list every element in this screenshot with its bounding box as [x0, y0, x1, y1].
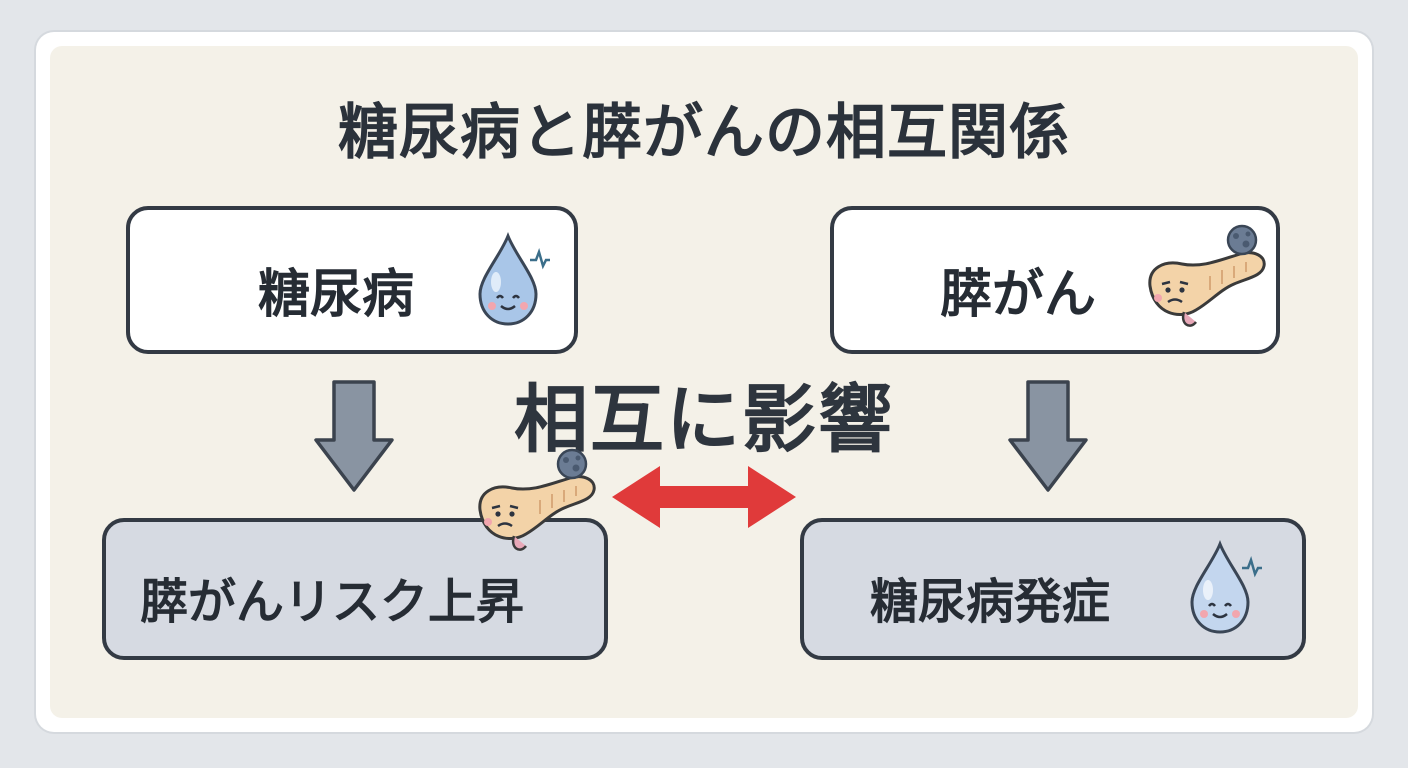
cancer-cell-icon [556, 448, 588, 480]
sad-pancreas-icon [1148, 224, 1266, 327]
node-pancreatic-cancer-label: 膵がん [940, 265, 1097, 325]
node-diabetes: 糖尿病 [126, 206, 578, 354]
down-arrow-right [1008, 380, 1088, 492]
mutual-influence-label: 相互に影響 [514, 377, 894, 463]
water-drop-smile-icon [1190, 539, 1262, 634]
node-diabetes-onset-label: 糖尿病発症 [870, 574, 1111, 630]
node-cancer-risk-up-label: 膵がんリスク上昇 [140, 574, 525, 630]
node-pancreatic-cancer: 膵がん [830, 206, 1280, 354]
node-cancer-risk-up: 膵がんリスク上昇 [102, 518, 608, 660]
node-diabetes-label: 糖尿病 [258, 265, 415, 325]
water-drop-smile-icon [478, 231, 550, 326]
sad-pancreas-icon [478, 448, 596, 551]
down-arrow-left [314, 380, 394, 492]
cancer-cell-icon [1226, 224, 1258, 256]
bidirectional-arrow [612, 466, 796, 528]
node-diabetes-onset: 糖尿病発症 [800, 518, 1306, 660]
diagram-title: 糖尿病と膵がんの相互関係 [338, 98, 1070, 168]
